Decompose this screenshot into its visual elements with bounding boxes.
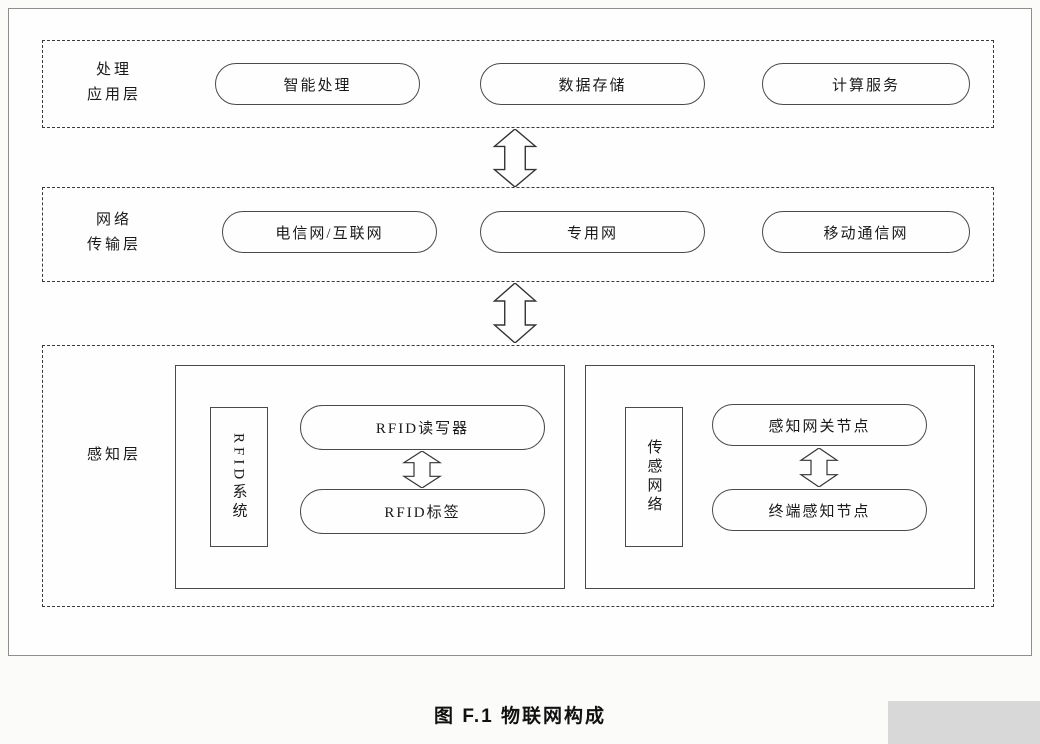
application-layer-box <box>42 40 994 128</box>
node-computing-service: 计算服务 <box>762 63 970 105</box>
network-layer-label-line2: 传输层 <box>86 237 141 253</box>
scan-artifact <box>888 701 1040 744</box>
double-arrow-icon <box>797 448 841 487</box>
rfid-system-label-box: RFID系统 <box>210 407 268 547</box>
sensor-network-label: 传感网络 <box>645 439 662 515</box>
sensor-network-label-box: 传感网络 <box>625 407 683 547</box>
network-layer-box <box>42 187 994 282</box>
network-layer-label-line1: 网络 <box>95 212 132 228</box>
rfid-system-label: RFID系统 <box>230 432 247 522</box>
application-layer-label-line1: 处理 <box>95 62 132 78</box>
node-rfid-tag: RFID标签 <box>300 489 545 534</box>
node-terminal-node: 终端感知节点 <box>712 489 927 531</box>
node-private-network: 专用网 <box>480 211 705 253</box>
double-arrow-icon <box>487 129 543 187</box>
perception-layer-box <box>42 345 994 607</box>
double-arrow-icon <box>400 451 444 488</box>
network-layer-label: 网络 传输层 <box>62 208 166 258</box>
node-gateway-node: 感知网关节点 <box>712 404 927 446</box>
application-layer-label: 处理 应用层 <box>62 58 166 108</box>
rfid-group-box <box>175 365 565 589</box>
node-mobile-network: 移动通信网 <box>762 211 970 253</box>
double-arrow-icon <box>487 283 543 343</box>
perception-layer-label: 感知层 <box>86 447 141 463</box>
figure-caption: 图 F.1 物联网构成 <box>434 706 606 727</box>
node-telecom-internet: 电信网/互联网 <box>222 211 437 253</box>
node-data-storage: 数据存储 <box>480 63 705 105</box>
sensor-group-box <box>585 365 975 589</box>
node-rfid-reader: RFID读写器 <box>300 405 545 450</box>
application-layer-label-line2: 应用层 <box>86 87 141 103</box>
node-smart-processing: 智能处理 <box>215 63 420 105</box>
